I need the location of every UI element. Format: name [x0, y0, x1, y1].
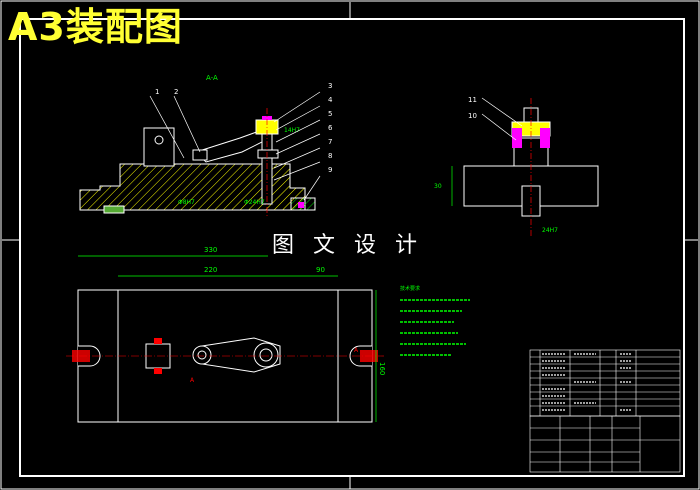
- title-block-table: [529, 415, 681, 473]
- balloon-4: 4: [328, 96, 333, 104]
- plan-lever-pivot-inner: [197, 350, 207, 360]
- balloon-8: 8: [328, 152, 332, 160]
- spring-washer: [257, 149, 279, 159]
- plan-support-pin-b: [154, 368, 162, 374]
- plan-nut-inner: [259, 348, 273, 362]
- balloon-5: 5: [328, 110, 332, 118]
- balloon-7: 7: [328, 138, 332, 146]
- bom-text-marks: [542, 353, 632, 411]
- watermark-text: 图 文 设 计: [268, 232, 427, 260]
- title-block: [529, 349, 681, 473]
- drawing-title: A3装配图: [8, 5, 183, 49]
- section-mark-left: A: [190, 377, 195, 384]
- section-mark-right: A: [354, 347, 359, 354]
- dim-side-height-label: 30: [434, 183, 442, 190]
- balloon-1: 1: [155, 88, 159, 96]
- balloon-10: 10: [468, 112, 477, 120]
- dim-inner-label: 220: [204, 266, 217, 274]
- leaders-side: [481, 97, 523, 141]
- dim-overall-label: 330: [204, 246, 217, 254]
- stud-nut-inner: [262, 116, 272, 120]
- side-view: 30 24H7 11 10: [434, 96, 599, 236]
- balloon-9: 9: [328, 166, 332, 174]
- front-section-view: A-A Φ8H7 Φ24H7 14H7: [79, 74, 333, 216]
- balloon-6: 6: [328, 124, 333, 132]
- base-foot: [103, 205, 125, 214]
- support-hole: [154, 135, 164, 145]
- side-clamp-right: [540, 128, 550, 148]
- technical-requirements: 技术要求: [400, 285, 470, 356]
- plan-view: 330 220 90 160 A A: [66, 246, 386, 423]
- balloon-3: 3: [328, 82, 332, 90]
- fit-label-4: 24H7: [542, 227, 558, 234]
- inner-border: [19, 18, 685, 477]
- balloon-2: 2: [174, 88, 178, 96]
- part-balloons-front: 1 2 3 4 5 6 7 8 9: [155, 82, 333, 174]
- section-title: A-A: [206, 74, 218, 82]
- balloon-11: 11: [468, 96, 477, 104]
- tech-req-title: 技术要求: [400, 285, 420, 292]
- fit-label-5: 14H7: [284, 127, 300, 134]
- pin-part-2: [192, 149, 208, 161]
- base-plate: [79, 163, 306, 211]
- fit-label-1: Φ8H7: [178, 199, 195, 206]
- support-block: [143, 127, 175, 167]
- fit-label-2: Φ24H7: [244, 199, 265, 206]
- bottom-nut-core: [298, 202, 304, 208]
- side-clamp-left: [512, 128, 522, 148]
- plan-support-pin: [154, 338, 162, 344]
- leaders-front: [149, 91, 321, 201]
- dim-side-label: 90: [316, 266, 325, 274]
- dim-height-label: 160: [378, 362, 386, 375]
